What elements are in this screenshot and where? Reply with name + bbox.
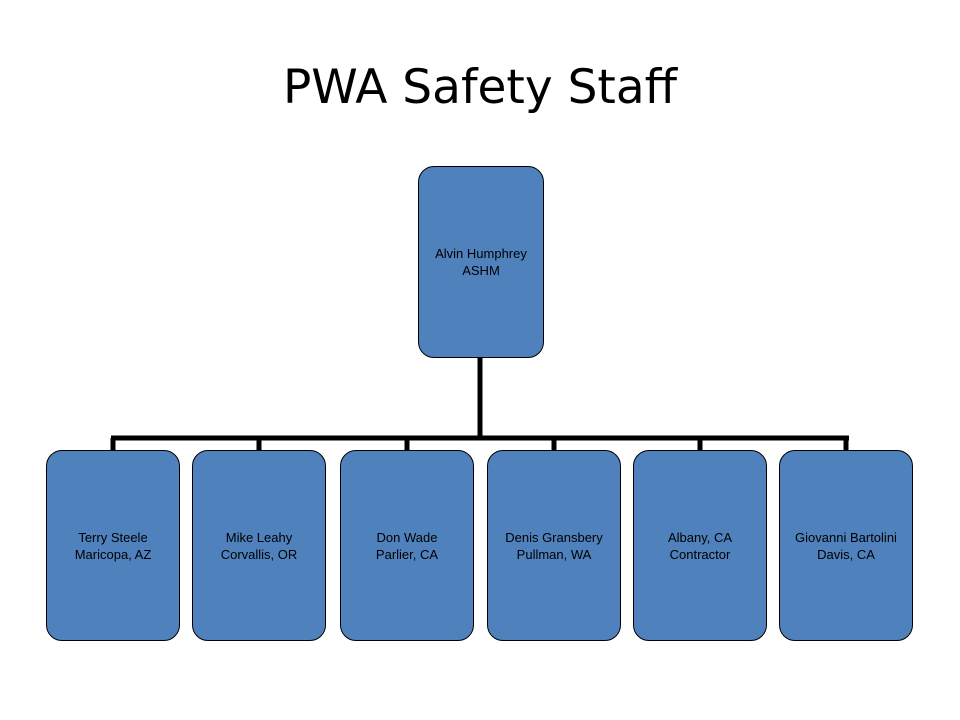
org-node-line-2: Contractor xyxy=(669,546,731,562)
org-node-child: Mike Leahy Corvallis, OR xyxy=(192,450,326,641)
org-node-line-2: Davis, CA xyxy=(817,546,875,562)
org-node-line-2: Maricopa, AZ xyxy=(74,546,152,562)
org-node-line-2: Pullman, WA xyxy=(516,546,592,562)
org-node-child: Terry Steele Maricopa, AZ xyxy=(46,450,180,641)
org-node-line-1: Mike Leahy xyxy=(225,529,293,545)
org-node-line-1: Giovanni Bartolini xyxy=(795,529,897,545)
org-node-line-2: Parlier, CA xyxy=(375,546,439,562)
org-node-child: Giovanni Bartolini Davis, CA xyxy=(779,450,913,641)
org-node-child: Denis Gransbery Pullman, WA xyxy=(487,450,621,641)
org-node-line-1: Denis Gransbery xyxy=(505,529,603,545)
org-node-root: Alvin Humphrey ASHM xyxy=(418,166,544,358)
org-node-root-role: ASHM xyxy=(462,263,500,278)
org-node-line-1: Terry Steele xyxy=(78,529,148,545)
org-node-line-1: Albany, CA xyxy=(667,529,733,545)
org-node-root-name: Alvin Humphrey xyxy=(435,246,527,261)
org-node-line-1: Don Wade xyxy=(376,529,438,545)
org-node-child: Don Wade Parlier, CA xyxy=(340,450,474,641)
org-node-line-2: Corvallis, OR xyxy=(220,546,298,562)
org-node-child: Albany, CA Contractor xyxy=(633,450,767,641)
slide-title: PWA Safety Staff xyxy=(282,60,678,115)
